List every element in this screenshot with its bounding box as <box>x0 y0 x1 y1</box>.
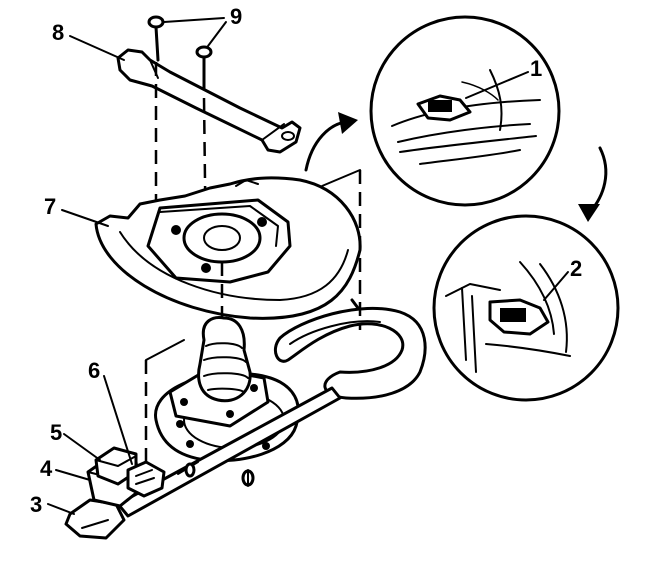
detail-view-1 <box>369 15 561 207</box>
callout-2: 2 <box>570 256 582 281</box>
callout-7: 7 <box>44 194 56 219</box>
detail-view-2 <box>432 214 620 402</box>
small-parts-group <box>64 446 166 540</box>
arrow-to-detail-1 <box>304 112 358 172</box>
lower-housing-assembly <box>116 316 342 518</box>
alignment-lines-lower <box>144 339 185 466</box>
alignment-line-clamp <box>321 169 362 330</box>
shield-plate-part-7 <box>94 176 362 320</box>
arrow-detail-1-to-2 <box>578 146 608 222</box>
callout-labels: 1 2 3 4 5 6 7 8 9 <box>30 4 582 517</box>
callout-3: 3 <box>30 492 42 517</box>
callout-6: 6 <box>88 358 100 383</box>
clamp-ring <box>274 298 427 400</box>
leader-lines <box>47 17 569 515</box>
callout-1: 1 <box>530 56 542 81</box>
callout-9: 9 <box>230 4 242 29</box>
clip-part-6 <box>126 460 166 498</box>
callout-5: 5 <box>50 420 62 445</box>
callout-4: 4 <box>40 456 53 481</box>
callout-8: 8 <box>52 20 64 45</box>
bracket-part-8 <box>116 48 302 154</box>
